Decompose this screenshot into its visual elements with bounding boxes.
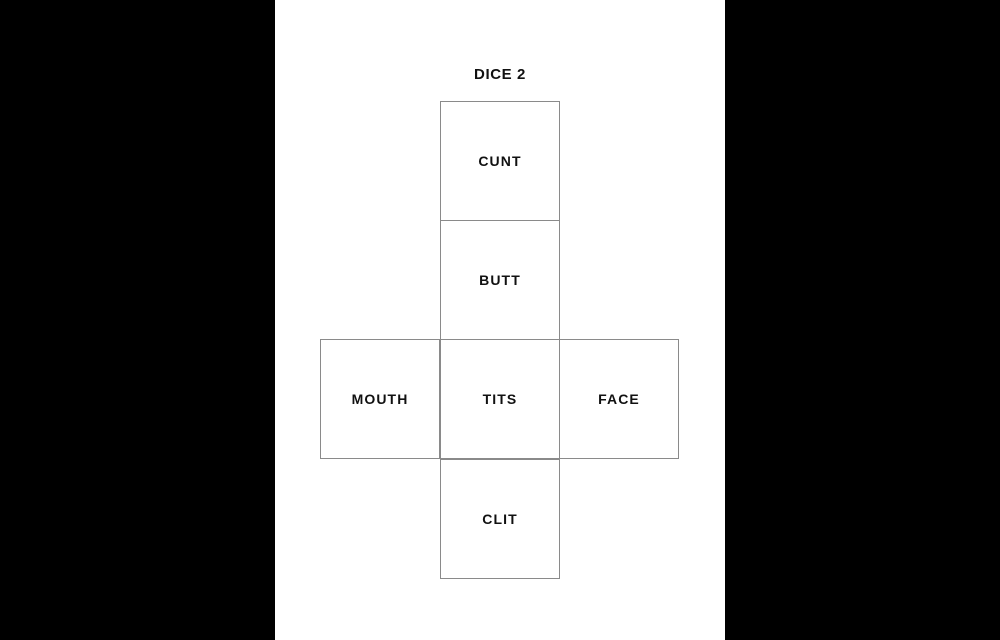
- dice-face-label: FACE: [598, 391, 640, 407]
- dice-face-label: BUTT: [479, 272, 521, 288]
- dice-face-label: MOUTH: [351, 391, 409, 407]
- page-title: DICE 2: [474, 66, 526, 83]
- dice-face-upper-middle[interactable]: BUTT: [440, 220, 560, 340]
- dice-face-right[interactable]: FACE: [559, 339, 679, 459]
- paper-sheet: DICE 2 CUNT BUTT MOUTH TITS FACE CLIT: [275, 0, 725, 640]
- dice-face-label: CLIT: [482, 511, 518, 527]
- dice-face-label: TITS: [482, 391, 518, 407]
- dice-face-label: CUNT: [478, 153, 522, 169]
- dice-face-bottom[interactable]: CLIT: [440, 459, 560, 579]
- dice-face-top[interactable]: CUNT: [440, 101, 560, 221]
- dice-face-center[interactable]: TITS: [440, 339, 560, 459]
- dice-net-diagram: CUNT BUTT MOUTH TITS FACE CLIT: [320, 101, 679, 579]
- dice-face-left[interactable]: MOUTH: [320, 339, 440, 459]
